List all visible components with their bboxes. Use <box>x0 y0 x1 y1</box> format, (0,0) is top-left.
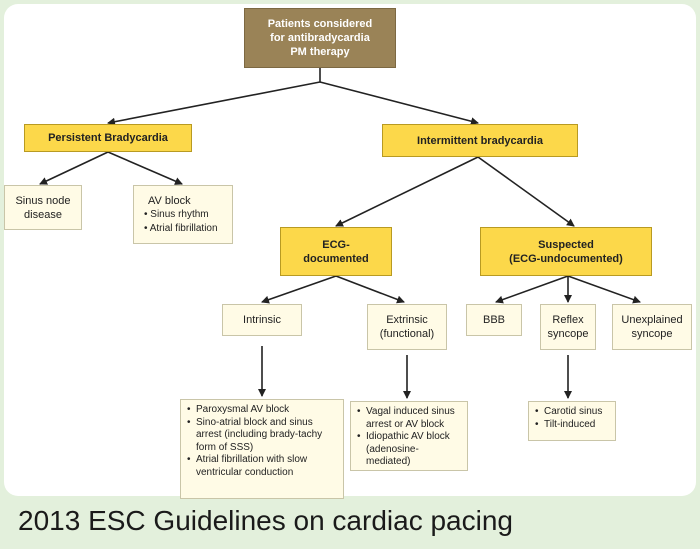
sinus-node-line-1: Sinus node <box>15 194 71 207</box>
unexplained-syncope-box: Unexplained syncope <box>612 304 692 350</box>
arrow-suspected-bbb <box>495 275 569 304</box>
bbb-box: BBB <box>466 304 522 336</box>
suspected-line-2: (ECG-undocumented) <box>509 252 623 265</box>
root-box: Patients considered for antibradycardia … <box>244 8 396 68</box>
ecg-documented-line-1: ECG- <box>322 238 350 251</box>
extrinsic-causes-list: Vagal induced sinus arrest or AV block I… <box>350 401 468 471</box>
arrow-root-intermittent <box>319 81 479 126</box>
persistent-bradycardia-box: Persistent Bradycardia <box>24 124 192 152</box>
unexplained-line-2: syncope <box>631 328 673 340</box>
list-item: Idiopathic AV block (adenosine-mediated) <box>357 431 461 469</box>
list-item: Sino-atrial block and sinus arrest (incl… <box>187 417 337 455</box>
list-item: Carotid sinus <box>535 406 609 419</box>
list-item: Paroxysmal AV block <box>187 404 337 417</box>
intermittent-bradycardia-label: Intermittent bradycardia <box>417 134 543 147</box>
arrow-root-persistent <box>107 81 321 126</box>
intrinsic-label: Intrinsic <box>243 314 281 326</box>
list-item: Tilt-induced <box>535 419 609 432</box>
arrow-persistent-av <box>107 151 183 185</box>
sinus-node-disease-box: Sinus node disease <box>4 185 82 230</box>
list-item: Vagal induced sinus arrest or AV block <box>357 406 461 431</box>
intrinsic-box: Intrinsic <box>222 304 302 336</box>
reflex-line-2: syncope <box>547 328 589 340</box>
unexplained-line-1: Unexplained <box>621 314 683 326</box>
intermittent-bradycardia-box: Intermittent bradycardia <box>382 124 578 157</box>
extrinsic-line-2: (functional) <box>379 328 435 340</box>
extrinsic-box: Extrinsic (functional) <box>367 304 447 350</box>
root-line-3: PM therapy <box>290 46 350 58</box>
ecg-documented-line-2: documented <box>303 252 369 265</box>
arrow-suspected-unexplained <box>567 275 641 304</box>
reflex-syncope-box: Reflex syncope <box>540 304 596 350</box>
bbb-label: BBB <box>482 314 505 326</box>
arrow-ecg-extrinsic <box>335 275 405 304</box>
av-block-box: AV block • Sinus rhythm • Atrial fibrill… <box>133 185 233 244</box>
list-item: Atrial fibrillation with slow ventricula… <box>187 454 337 479</box>
arrow-persistent-sinus <box>39 151 109 185</box>
sinus-node-line-2: disease <box>24 208 62 221</box>
arrow-intermittent-suspected <box>477 156 575 227</box>
suspected-line-1: Suspected <box>538 238 594 251</box>
av-block-title: AV block <box>148 194 191 207</box>
extrinsic-line-1: Extrinsic <box>386 314 428 326</box>
caption-title: 2013 ESC Guidelines on cardiac pacing <box>18 505 513 536</box>
reflex-causes-list: Carotid sinus Tilt-induced <box>528 401 616 441</box>
reflex-line-1: Reflex <box>552 314 584 326</box>
suspected-box: Suspected (ECG-undocumented) <box>480 227 652 276</box>
root-line-2: for antibradycardia <box>270 32 370 44</box>
arrow-ecg-intrinsic <box>261 275 337 304</box>
av-block-item-2: • Atrial fibrillation <box>144 222 218 234</box>
persistent-bradycardia-label: Persistent Bradycardia <box>48 132 168 144</box>
ecg-documented-box: ECG- documented <box>280 227 392 276</box>
arrow-intermittent-ecg <box>335 156 479 227</box>
intrinsic-causes-list: Paroxysmal AV block Sino-atrial block an… <box>180 399 344 499</box>
av-block-item-1: • Sinus rhythm <box>144 208 209 220</box>
root-line-1: Patients considered <box>267 18 373 30</box>
